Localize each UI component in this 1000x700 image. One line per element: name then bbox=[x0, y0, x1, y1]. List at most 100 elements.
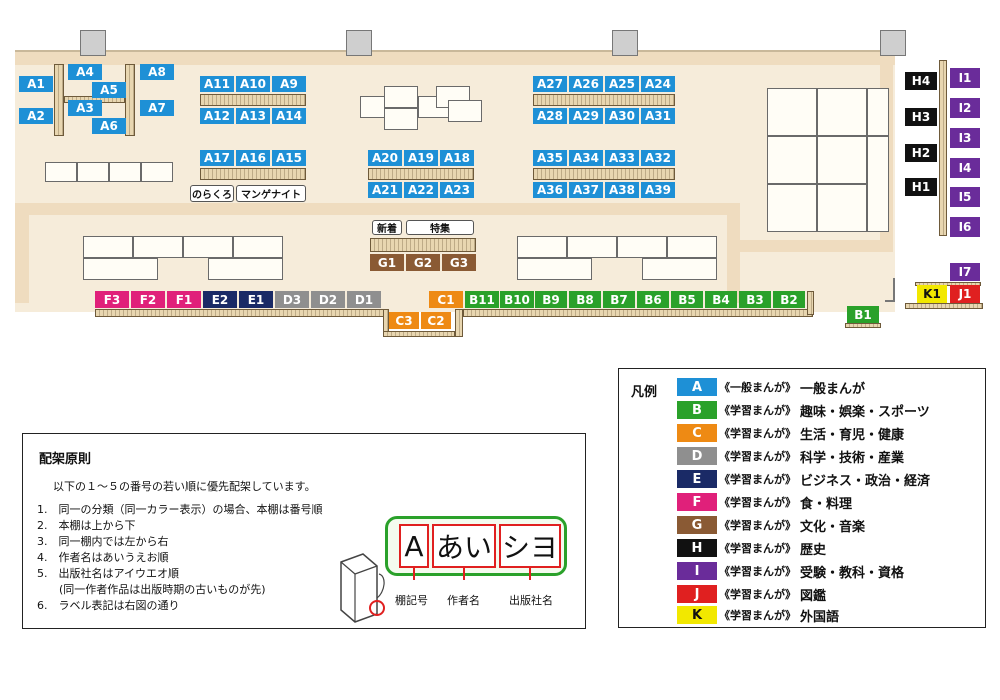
shelf-label-A39[interactable]: A39 bbox=[641, 182, 675, 198]
shelf-label-A7[interactable]: A7 bbox=[140, 100, 174, 116]
shelf-label-F3[interactable]: F3 bbox=[95, 291, 129, 308]
shelf-label-B1[interactable]: B1 bbox=[847, 306, 879, 323]
rule-item-5-note: (同一作者作品は出版時期の古いものが先) bbox=[37, 583, 266, 596]
shelf-label-A24[interactable]: A24 bbox=[641, 76, 675, 92]
code-caption: 棚記号 bbox=[395, 594, 428, 607]
shelf-label-F1[interactable]: F1 bbox=[167, 291, 201, 308]
shelf-label-I7[interactable]: I7 bbox=[950, 263, 980, 281]
wall-j1-left bbox=[893, 278, 895, 302]
shelf-label-E1[interactable]: E1 bbox=[239, 291, 273, 308]
shelf-label-B9[interactable]: B9 bbox=[535, 291, 567, 308]
legend-item-K: K 《学習まんが》 外国語 bbox=[677, 605, 839, 625]
shelf-label-C1[interactable]: C1 bbox=[429, 291, 463, 308]
shelf-label-J1[interactable]: J1 bbox=[950, 285, 980, 303]
shelf-label-A9[interactable]: A9 bbox=[272, 76, 306, 92]
shelf-label-A11[interactable]: A11 bbox=[200, 76, 234, 92]
shelf-label-D3[interactable]: D3 bbox=[275, 291, 309, 308]
shelf-label-B7[interactable]: B7 bbox=[603, 291, 635, 308]
tag-manga-night[interactable]: マンゲナイト bbox=[236, 185, 306, 202]
shelf-label-A27[interactable]: A27 bbox=[533, 76, 567, 92]
shelf-label-A5[interactable]: A5 bbox=[92, 82, 126, 98]
shelf-label-A16[interactable]: A16 bbox=[236, 150, 270, 166]
shelf-label-A21[interactable]: A21 bbox=[368, 182, 402, 198]
shelf-B1-base bbox=[845, 323, 881, 328]
tag-feature[interactable]: 特集 bbox=[406, 220, 474, 235]
shelf-label-I4[interactable]: I4 bbox=[950, 158, 980, 178]
shelf-label-B4[interactable]: B4 bbox=[705, 291, 737, 308]
shelf-label-H2[interactable]: H2 bbox=[905, 144, 937, 162]
shelf-label-K1[interactable]: K1 bbox=[917, 285, 947, 303]
book-icon bbox=[340, 553, 385, 623]
shelf-label-I6[interactable]: I6 bbox=[950, 217, 980, 237]
shelf-label-A1[interactable]: A1 bbox=[19, 76, 53, 92]
shelf-label-A19[interactable]: A19 bbox=[404, 150, 438, 166]
shelf-label-A31[interactable]: A31 bbox=[641, 108, 675, 124]
shelf-label-A17[interactable]: A17 bbox=[200, 150, 234, 166]
shelf-label-G2[interactable]: G2 bbox=[406, 254, 440, 271]
shelf-label-B6[interactable]: B6 bbox=[637, 291, 669, 308]
shelf-label-B10[interactable]: B10 bbox=[500, 291, 534, 308]
pillar-2 bbox=[346, 30, 372, 56]
shelf-label-A15[interactable]: A15 bbox=[272, 150, 306, 166]
shelf-label-G3[interactable]: G3 bbox=[442, 254, 476, 271]
shelf-label-A29[interactable]: A29 bbox=[569, 108, 603, 124]
shelf-label-H3[interactable]: H3 bbox=[905, 108, 937, 126]
shelf-label-A26[interactable]: A26 bbox=[569, 76, 603, 92]
shelf-label-A12[interactable]: A12 bbox=[200, 108, 234, 124]
aisle-right-horizontal bbox=[727, 240, 893, 252]
shelf-label-A36[interactable]: A36 bbox=[533, 182, 567, 198]
shelf-label-A34[interactable]: A34 bbox=[569, 150, 603, 166]
shelf-label-A28[interactable]: A28 bbox=[533, 108, 567, 124]
tag-norakuro[interactable]: のらくろ bbox=[190, 185, 234, 202]
shelf-label-B3[interactable]: B3 bbox=[739, 291, 771, 308]
shelf-label-E2[interactable]: E2 bbox=[203, 291, 237, 308]
rule-item-6: 6. ラベル表記は右図の通り bbox=[37, 599, 180, 612]
shelf-label-B2[interactable]: B2 bbox=[773, 291, 805, 308]
legend-item-J: J 《学習まんが》 図鑑 bbox=[677, 584, 826, 604]
legend-sub-G: 《学習まんが》 bbox=[719, 519, 796, 532]
tag-new-arrival[interactable]: 新着 bbox=[372, 220, 402, 235]
shelf-label-A4[interactable]: A4 bbox=[68, 64, 102, 80]
shelf-label-H4[interactable]: H4 bbox=[905, 72, 937, 90]
shelf-label-G1[interactable]: G1 bbox=[370, 254, 404, 271]
shelf-label-D2[interactable]: D2 bbox=[311, 291, 345, 308]
table-right-8 bbox=[867, 136, 889, 232]
shelf-label-C3[interactable]: C3 bbox=[389, 312, 419, 329]
shelf-label-A14[interactable]: A14 bbox=[272, 108, 306, 124]
shelf-label-A38[interactable]: A38 bbox=[605, 182, 639, 198]
shelf-label-A25[interactable]: A25 bbox=[605, 76, 639, 92]
shelf-label-A30[interactable]: A30 bbox=[605, 108, 639, 124]
legend-name-C: 生活・育児・健康 bbox=[800, 427, 905, 443]
pillar-3 bbox=[612, 30, 638, 56]
shelf-label-B11[interactable]: B11 bbox=[465, 291, 499, 308]
shelf-label-B8[interactable]: B8 bbox=[569, 291, 601, 308]
shelf-label-A20[interactable]: A20 bbox=[368, 150, 402, 166]
code-pointer-line bbox=[413, 568, 415, 580]
shelf-label-B5[interactable]: B5 bbox=[671, 291, 703, 308]
rule-item-1: 1. 同一の分類（同一カラー表示）の場合、本棚は番号順 bbox=[37, 503, 323, 516]
legend-swatch-J: J bbox=[677, 585, 717, 603]
shelf-label-A18[interactable]: A18 bbox=[440, 150, 474, 166]
shelf-label-H1[interactable]: H1 bbox=[905, 178, 937, 196]
shelf-label-I2[interactable]: I2 bbox=[950, 98, 980, 118]
shelf-label-C2[interactable]: C2 bbox=[421, 312, 451, 329]
shelf-label-A2[interactable]: A2 bbox=[19, 108, 53, 124]
shelf-label-I5[interactable]: I5 bbox=[950, 187, 980, 207]
shelf-label-A37[interactable]: A37 bbox=[569, 182, 603, 198]
shelf-label-A13[interactable]: A13 bbox=[236, 108, 270, 124]
shelf-label-A23[interactable]: A23 bbox=[440, 182, 474, 198]
pillar-1 bbox=[80, 30, 106, 56]
shelf-label-D1[interactable]: D1 bbox=[347, 291, 381, 308]
shelf-label-A8[interactable]: A8 bbox=[140, 64, 174, 80]
shelf-label-A33[interactable]: A33 bbox=[605, 150, 639, 166]
shelf-label-F2[interactable]: F2 bbox=[131, 291, 165, 308]
shelf-label-A10[interactable]: A10 bbox=[236, 76, 270, 92]
wall-b1-right bbox=[885, 300, 895, 302]
shelf-label-I3[interactable]: I3 bbox=[950, 128, 980, 148]
shelf-label-A32[interactable]: A32 bbox=[641, 150, 675, 166]
shelf-label-A3[interactable]: A3 bbox=[68, 100, 102, 116]
shelf-label-A35[interactable]: A35 bbox=[533, 150, 567, 166]
shelf-label-A6[interactable]: A6 bbox=[92, 118, 126, 134]
shelf-label-I1[interactable]: I1 bbox=[950, 68, 980, 88]
shelf-label-A22[interactable]: A22 bbox=[404, 182, 438, 198]
